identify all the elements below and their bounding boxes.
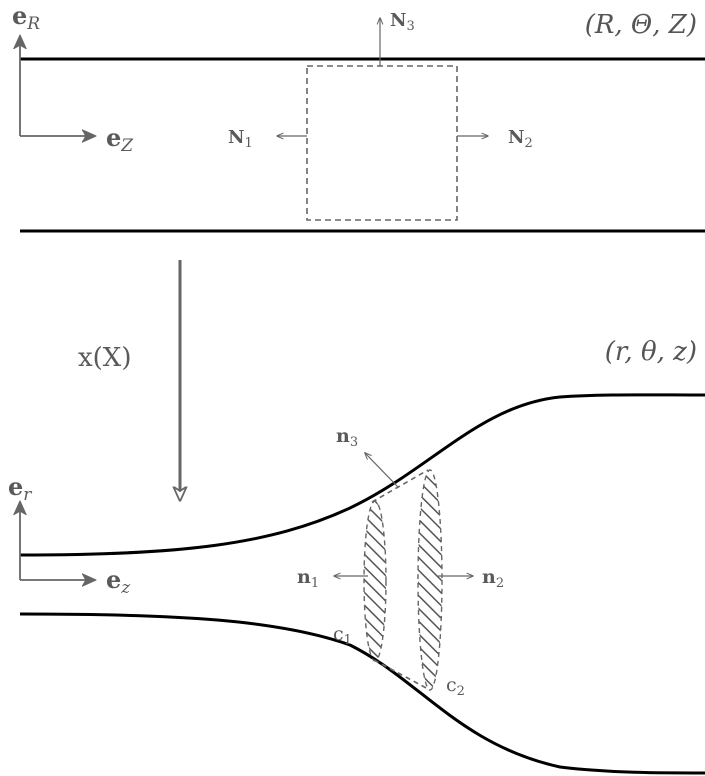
cross-section-c1 <box>363 500 387 662</box>
reference-coordinates-label: (R, Θ, Z) <box>585 10 697 40</box>
normal-label-n1: n1 <box>297 566 319 591</box>
current-configuration: er ez n1 n2 n3 c1 c2 (r, θ, z) <box>8 337 705 775</box>
normal-label-N3: N3 <box>390 10 415 34</box>
mapping: x(X) <box>78 260 180 500</box>
basis-label-ez: ez <box>106 565 131 598</box>
cross-section-label-c2: c2 <box>446 674 465 699</box>
normal-label-N2: N2 <box>508 127 533 151</box>
normal-arrow-n3 <box>365 453 399 488</box>
basis-label-eZ: eZ <box>106 123 134 156</box>
normal-label-n2: n2 <box>482 566 504 591</box>
basis-label-eR: eR <box>12 1 40 34</box>
reference-control-volume <box>306 65 458 221</box>
cross-section-c2 <box>417 469 443 691</box>
normal-label-n3: n3 <box>336 425 358 450</box>
current-control-volume-top <box>371 469 429 503</box>
cross-section-label-c1: c1 <box>333 623 352 648</box>
basis-label-er: er <box>8 472 32 505</box>
current-control-volume-bottom <box>373 659 431 691</box>
current-coordinates-label: (r, θ, z) <box>605 337 697 367</box>
current-wall-top <box>19 393 705 557</box>
reference-configuration: eR eZ N1 N2 N3 (R, Θ, Z) <box>12 1 705 233</box>
current-wall-bottom <box>19 612 705 775</box>
normal-label-N1: N1 <box>228 127 253 151</box>
mapping-label: x(X) <box>78 343 131 373</box>
